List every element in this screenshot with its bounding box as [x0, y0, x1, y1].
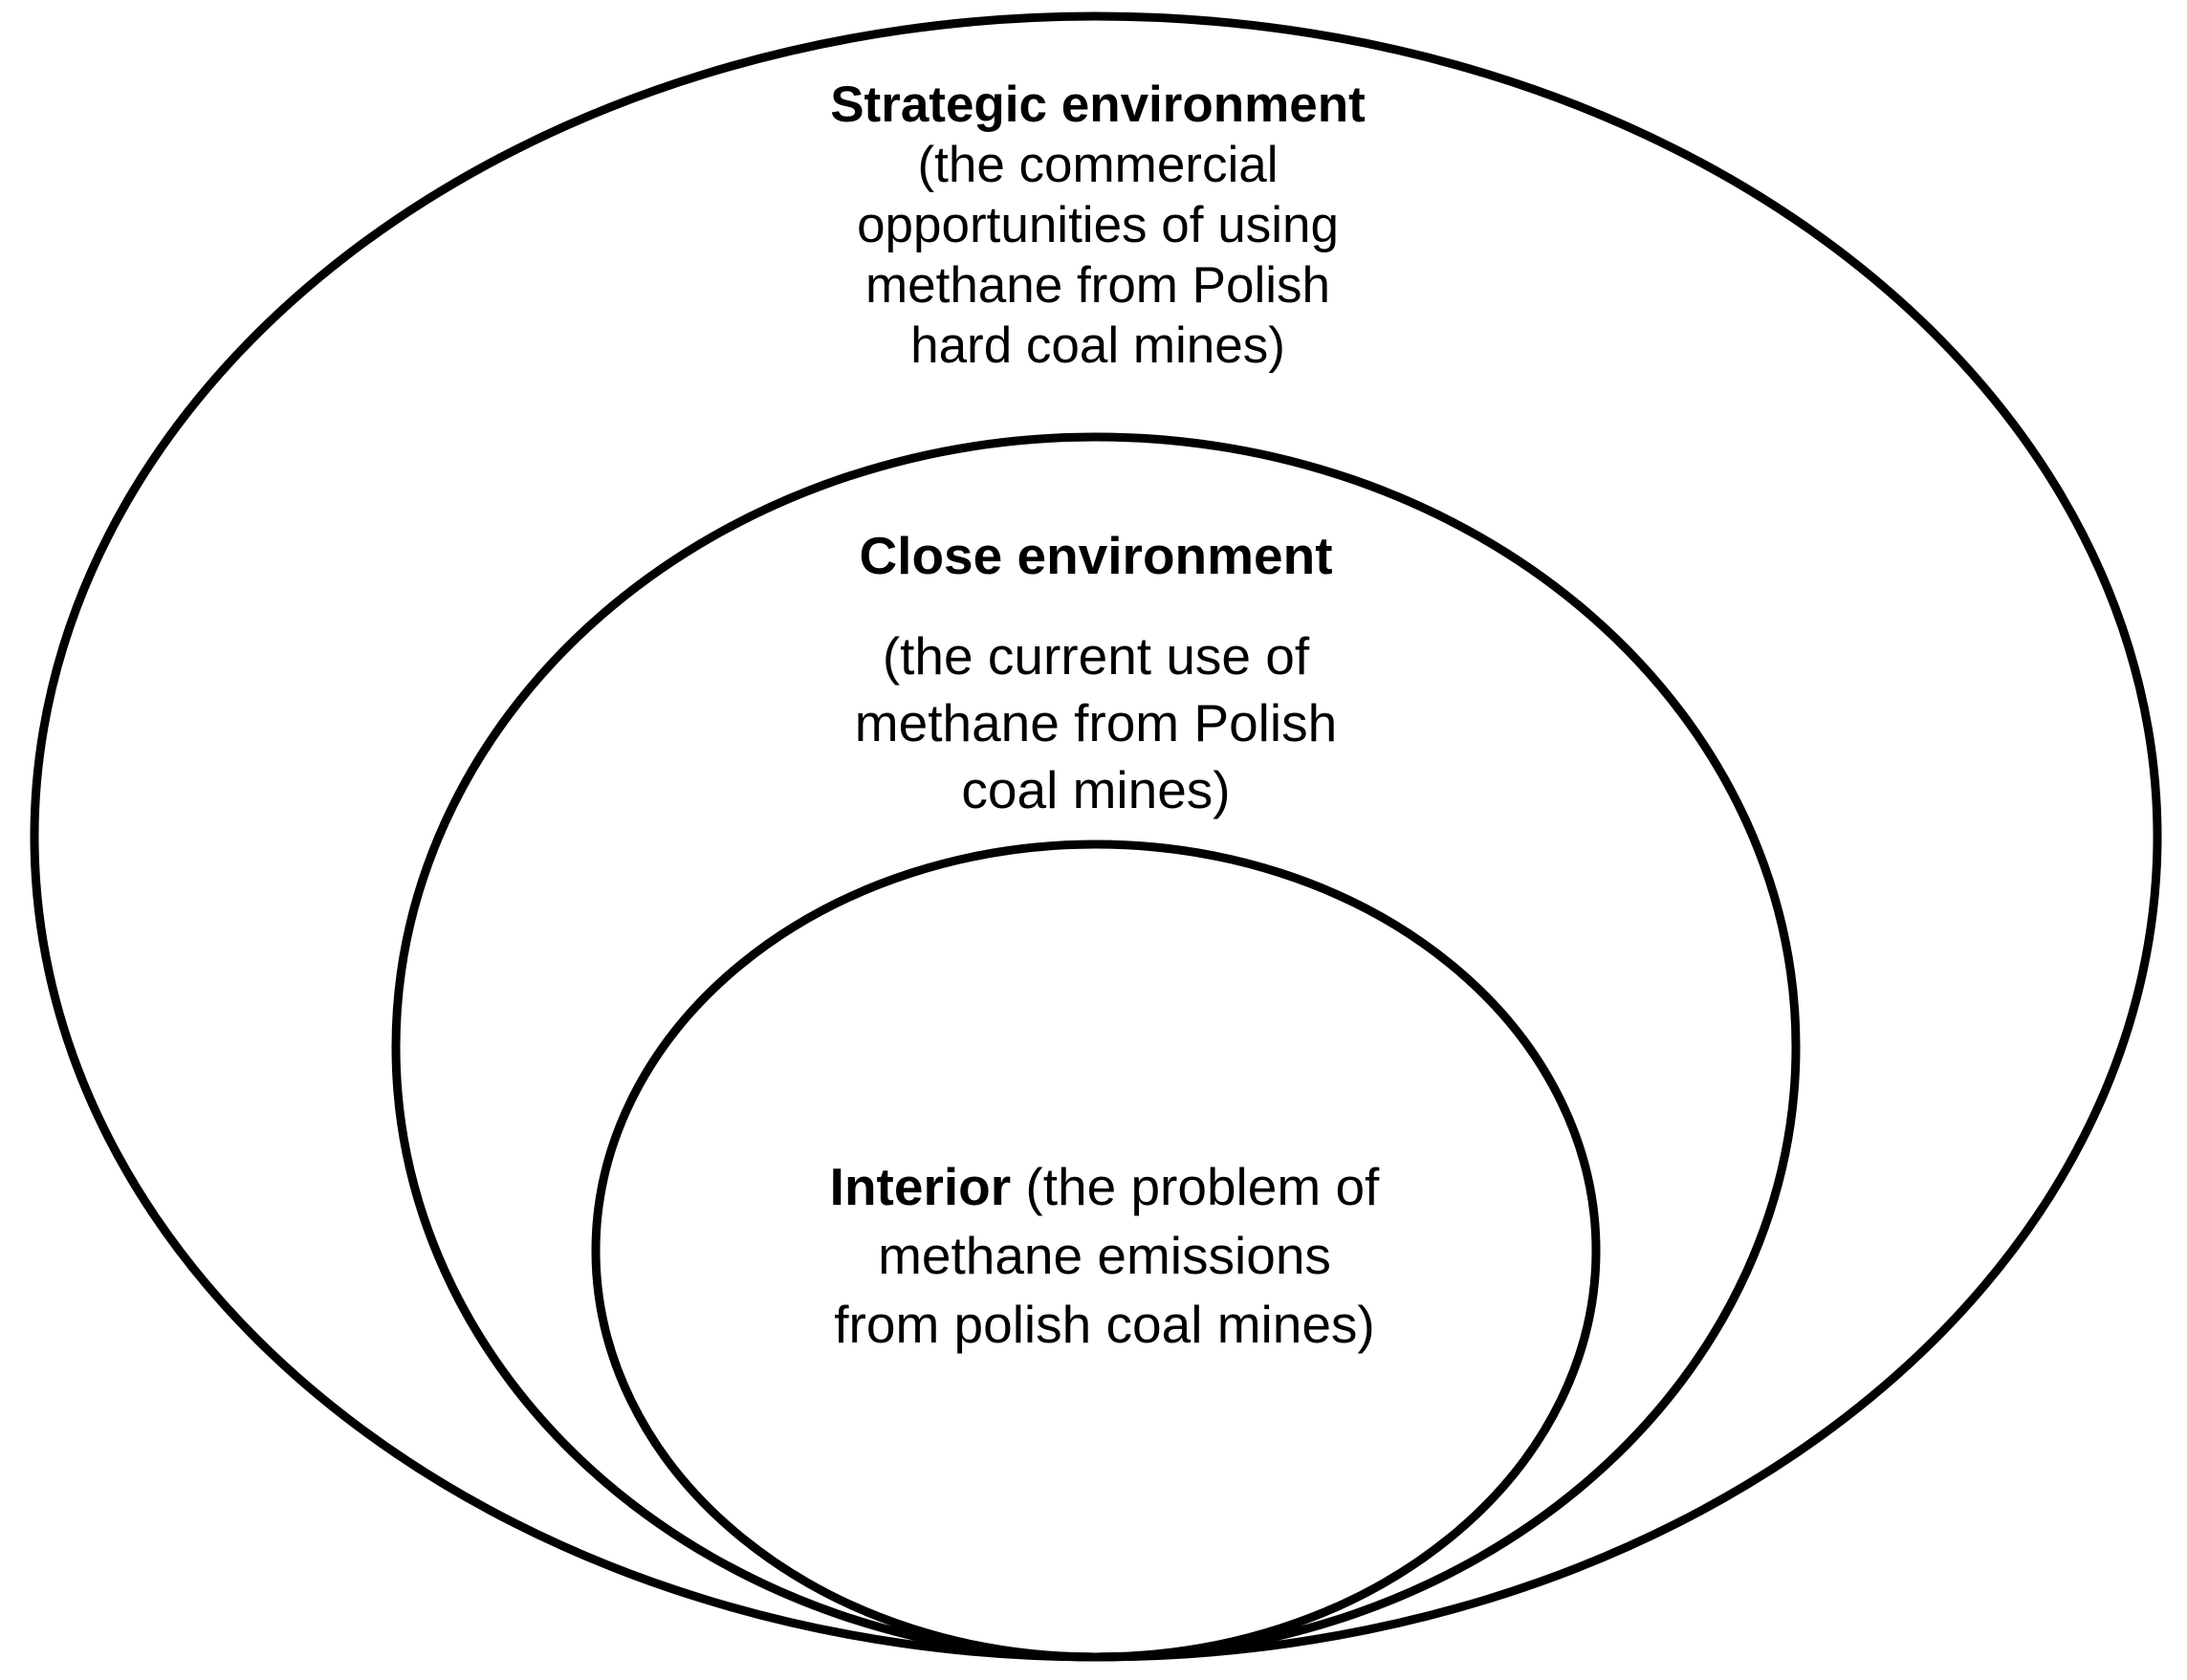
close-environment-line: coal mines): [961, 760, 1231, 819]
interior-line: from polish coal mines): [834, 1295, 1375, 1354]
close-environment-description: (the current use of methane from Polish …: [855, 622, 1337, 823]
strategic-environment-line: opportunities of using: [857, 197, 1339, 253]
interior-line: methane emissions: [878, 1226, 1331, 1285]
close-environment-label: Close environment (the current use of me…: [855, 527, 1337, 823]
close-environment-line: (the current use of: [882, 626, 1310, 686]
strategic-environment-label: Strategic environment (the commercial op…: [830, 75, 1366, 376]
interior-ellipse: [591, 840, 1601, 1662]
close-environment-line: methane from Polish: [854, 693, 1338, 753]
interior-title: Interior: [829, 1157, 1012, 1216]
close-environment-title: Close environment: [859, 526, 1333, 585]
strategic-environment-line: hard coal mines): [910, 317, 1285, 374]
interior-label: Interior (the problem of methane emissio…: [830, 1152, 1380, 1359]
interior-first-line: Interior (the problem of: [830, 1152, 1380, 1221]
strategic-environment-line: (the commercial: [917, 137, 1279, 193]
interior-line: (the problem of: [1025, 1157, 1380, 1216]
strategic-environment-line: methane from Polish: [864, 257, 1331, 314]
strategic-environment-title: Strategic environment: [830, 76, 1366, 133]
